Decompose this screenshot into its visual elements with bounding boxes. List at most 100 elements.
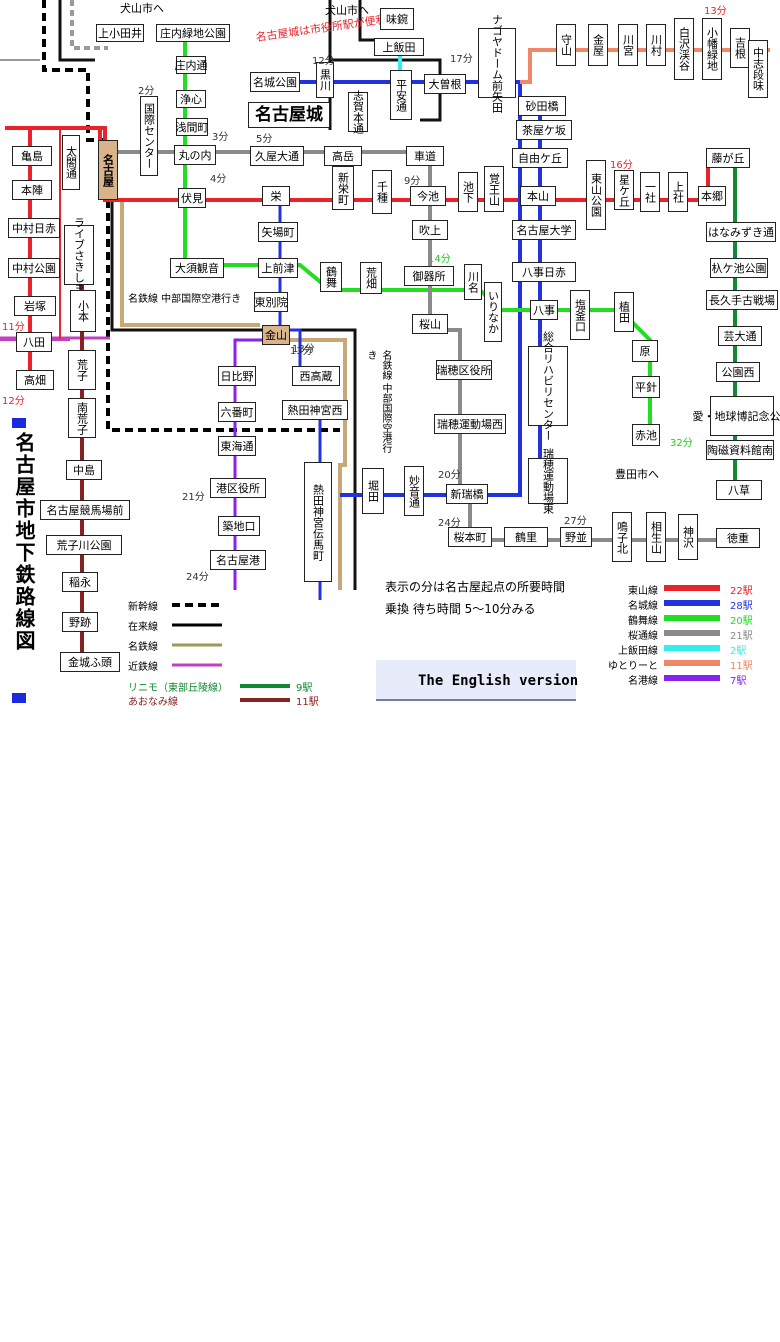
station-63[interactable]: 川名	[464, 264, 482, 300]
station-75[interactable]: 新瑞橋	[446, 484, 488, 504]
station-92[interactable]: 港区役所	[210, 478, 266, 498]
station-10[interactable]: 荒子	[68, 350, 96, 390]
station-12[interactable]: 中島	[66, 460, 102, 480]
station-0[interactable]: 名古屋	[98, 140, 118, 200]
station-94[interactable]: 名古屋港	[210, 550, 266, 570]
station-11[interactable]: 南荒子	[68, 398, 96, 438]
station-29[interactable]: 東別院	[254, 292, 288, 312]
station-90[interactable]: 六番町	[218, 402, 256, 422]
station-113[interactable]: 八草	[716, 480, 762, 500]
station-108[interactable]: 長久手古戦場	[706, 290, 778, 310]
station-109[interactable]: 芸大通	[718, 326, 762, 346]
station-22[interactable]: 浄心	[176, 90, 206, 108]
station-50[interactable]: 池下	[458, 172, 478, 212]
station-17[interactable]: 金城ふ頭	[60, 652, 120, 672]
station-6[interactable]: 八田	[16, 332, 52, 352]
station-19[interactable]: 上小田井	[96, 24, 144, 42]
station-88[interactable]: 堀田	[362, 468, 384, 514]
station-62[interactable]: 御器所	[404, 266, 454, 286]
station-81[interactable]: 神沢	[678, 514, 698, 560]
station-56[interactable]: 上社	[668, 172, 688, 212]
station-34[interactable]: 平安通	[390, 70, 412, 120]
station-87[interactable]: 妙音通	[404, 466, 424, 516]
station-40[interactable]: 茶屋ケ坂	[516, 120, 572, 140]
station-33[interactable]: 志賀本通	[348, 90, 368, 134]
station-86[interactable]: 瑞穂運動場東	[528, 448, 568, 514]
station-42[interactable]: 名古屋城	[248, 102, 330, 128]
station-105[interactable]: 中志段味	[748, 40, 768, 98]
station-52[interactable]: 本山	[520, 186, 556, 206]
station-74[interactable]: 瑞穂運動場西	[434, 414, 506, 434]
station-18[interactable]: 太閤通	[62, 135, 80, 190]
station-36[interactable]: 味鋺	[380, 8, 414, 30]
station-69[interactable]: 平針	[632, 376, 660, 398]
station-30[interactable]: 金山	[262, 325, 290, 345]
station-43[interactable]: 久屋大通	[250, 146, 304, 166]
station-95[interactable]: 西高蔵	[292, 366, 340, 386]
station-32[interactable]: 黒川	[316, 62, 334, 98]
station-46[interactable]: 栄	[262, 186, 290, 206]
station-65[interactable]: 八事	[530, 300, 558, 320]
station-41[interactable]: 自由ケ丘	[512, 148, 568, 168]
station-106[interactable]: はなみずき通	[706, 222, 776, 242]
station-93[interactable]: 築地口	[218, 516, 260, 536]
station-77[interactable]: 鶴里	[504, 527, 548, 547]
station-49[interactable]: 今池	[410, 186, 446, 206]
station-66[interactable]: 塩釜口	[570, 290, 590, 340]
station-51[interactable]: 覚王山	[484, 166, 504, 212]
station-13[interactable]: 名古屋競馬場前	[40, 500, 130, 520]
station-68[interactable]: 原	[632, 340, 658, 362]
station-111[interactable]: 愛・地球博記念公園	[693, 396, 780, 436]
station-58[interactable]: 藤が丘	[706, 148, 750, 168]
station-107[interactable]: 杁ケ池公園	[710, 258, 768, 278]
station-5[interactable]: 岩塚	[14, 296, 56, 316]
station-102[interactable]: 白沢渓谷	[674, 18, 694, 80]
station-31[interactable]: 名城公園	[250, 72, 300, 92]
station-26[interactable]: 伏見	[178, 188, 206, 208]
station-70[interactable]: 赤池	[632, 424, 660, 446]
station-47[interactable]: 新栄町	[332, 166, 354, 210]
station-21[interactable]: 庄内通	[175, 56, 208, 74]
station-110[interactable]: 公園西	[716, 362, 760, 382]
station-20[interactable]: 庄内緑地公園	[156, 24, 230, 42]
english-version-link[interactable]: The English version	[418, 673, 579, 689]
station-27[interactable]: 大須観音	[170, 258, 224, 278]
station-45[interactable]: 車道	[406, 146, 444, 166]
station-39[interactable]: 砂田橋	[518, 96, 566, 116]
station-97[interactable]: 熱田神宮伝馬町	[304, 462, 332, 582]
station-84[interactable]: 八事日赤	[512, 262, 576, 282]
station-38[interactable]: ナゴヤドーム前矢田	[478, 14, 516, 113]
station-112[interactable]: 陶磁資料館南	[706, 440, 774, 460]
station-2[interactable]: 本陣	[12, 180, 52, 200]
station-24[interactable]: 国際センター	[140, 96, 158, 176]
station-80[interactable]: 相生山	[646, 512, 666, 562]
station-73[interactable]: 瑞穂区役所	[436, 360, 492, 380]
station-101[interactable]: 川村	[646, 24, 666, 66]
station-104[interactable]: 吉根	[730, 28, 750, 68]
station-79[interactable]: 鳴子北	[612, 512, 632, 562]
station-98[interactable]: 守山	[556, 24, 576, 66]
station-103[interactable]: 小幡緑地	[702, 18, 722, 80]
station-35[interactable]: 上飯田	[374, 38, 424, 56]
station-3[interactable]: 中村日赤	[8, 218, 60, 238]
station-76[interactable]: 桜本町	[448, 527, 492, 547]
station-64[interactable]: いりなか	[484, 282, 502, 342]
station-4[interactable]: 中村公園	[8, 258, 60, 278]
station-48[interactable]: 千種	[372, 170, 392, 214]
station-25[interactable]: 丸の内	[174, 145, 216, 165]
station-37[interactable]: 大曽根	[424, 74, 466, 94]
station-7[interactable]: 高畑	[16, 370, 54, 390]
station-83[interactable]: 名古屋大学	[512, 220, 576, 240]
station-72[interactable]: 桜山	[412, 314, 448, 334]
station-9[interactable]: 小本	[70, 290, 96, 332]
station-44[interactable]: 高岳	[324, 146, 362, 166]
station-23[interactable]: 浅間町	[176, 118, 209, 136]
station-16[interactable]: 野跡	[62, 612, 98, 632]
station-85[interactable]: 総合リハビリセンター	[528, 331, 568, 441]
station-14[interactable]: 荒子川公園	[46, 535, 122, 555]
station-67[interactable]: 植田	[614, 292, 634, 332]
station-60[interactable]: 鶴舞	[320, 262, 342, 292]
station-96[interactable]: 熱田神宮西	[282, 400, 348, 420]
station-82[interactable]: 徳重	[716, 528, 760, 548]
station-54[interactable]: 星ケ丘	[614, 170, 634, 210]
